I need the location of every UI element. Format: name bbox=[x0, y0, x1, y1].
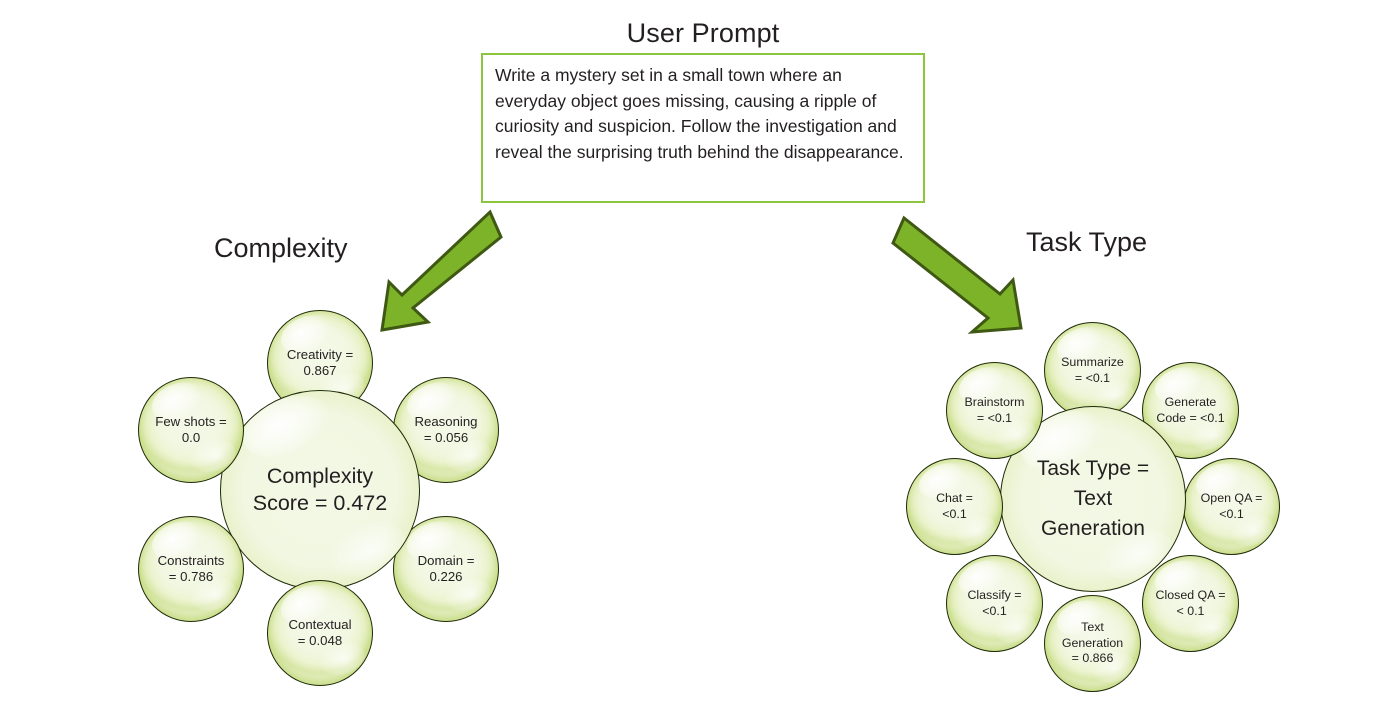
bubble-contextual[interactable]: Contextual= 0.048 bbox=[267, 580, 373, 686]
bubble-creativity-label: Creativity =0.867 bbox=[286, 346, 354, 379]
bubble-closed-qa[interactable]: Closed QA =< 0.1 bbox=[1142, 555, 1239, 652]
user-prompt-text: Write a mystery set in a small town wher… bbox=[495, 65, 904, 162]
complexity-bubble-cluster: Creativity =0.867 Reasoning= 0.056 Domai… bbox=[110, 300, 510, 700]
bubble-open-qa-label: Open QA =<0.1 bbox=[1200, 491, 1263, 521]
cluster-title-tasktype: Task Type bbox=[1026, 227, 1148, 257]
bubble-chat[interactable]: Chat =<0.1 bbox=[906, 458, 1003, 555]
bubble-few-shots-label: Few shots =0.0 bbox=[155, 413, 227, 446]
arrow-to-tasktype-icon bbox=[891, 215, 1023, 334]
bubble-summarize[interactable]: Summarize= <0.1 bbox=[1044, 322, 1141, 419]
user-prompt-title: User Prompt bbox=[626, 18, 780, 48]
bubble-brainstorm-label: Brainstorm= <0.1 bbox=[964, 395, 1025, 425]
bubble-constraints-label: Constraints= 0.786 bbox=[157, 552, 225, 585]
bubble-domain-label: Domain =0.226 bbox=[417, 552, 475, 585]
bubble-reasoning-label: Reasoning= 0.056 bbox=[414, 413, 478, 446]
bubble-open-qa[interactable]: Open QA =<0.1 bbox=[1183, 458, 1280, 555]
user-prompt-box: Write a mystery set in a small town wher… bbox=[481, 53, 925, 203]
bubble-closed-qa-label: Closed QA =< 0.1 bbox=[1155, 588, 1226, 618]
bubble-classify-label: Classify =<0.1 bbox=[967, 588, 1022, 618]
bubble-brainstorm[interactable]: Brainstorm= <0.1 bbox=[946, 362, 1043, 459]
bubble-constraints[interactable]: Constraints= 0.786 bbox=[138, 516, 244, 622]
bubble-classify[interactable]: Classify =<0.1 bbox=[946, 555, 1043, 652]
bubble-summarize-label: Summarize= <0.1 bbox=[1061, 355, 1124, 385]
arrow-to-complexity-icon bbox=[380, 209, 503, 332]
bubble-few-shots[interactable]: Few shots =0.0 bbox=[138, 377, 244, 483]
bubble-contextual-label: Contextual= 0.048 bbox=[288, 616, 352, 649]
bubble-chat-label: Chat =<0.1 bbox=[936, 491, 973, 521]
cluster-title-complexity: Complexity bbox=[214, 233, 348, 263]
